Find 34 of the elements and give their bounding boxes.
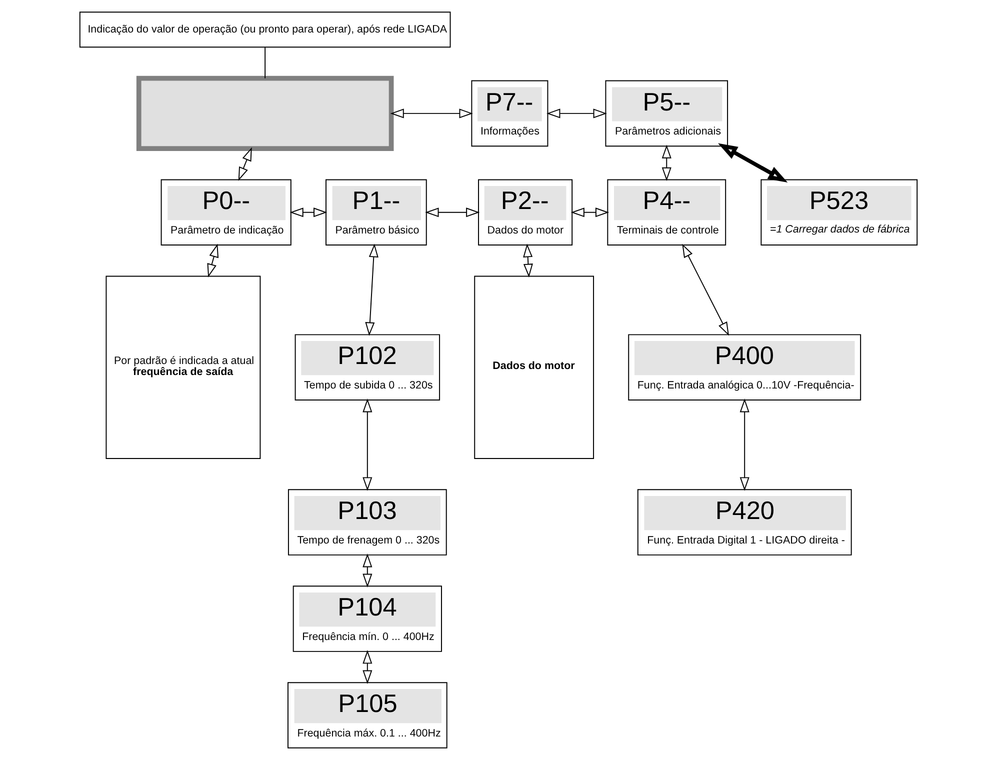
node-box: P4-- Terminais de controle xyxy=(606,179,726,246)
node-box: P400 Funç. Entrada analógica 0...10V -Frequência- xyxy=(628,334,861,400)
arrow xyxy=(362,650,372,684)
arrow xyxy=(522,244,532,278)
node-box: P104 Frequência mín. 0 ... 400Hz xyxy=(292,586,442,652)
arrow xyxy=(424,208,480,218)
node-box: P7-- Informações xyxy=(470,80,548,147)
node-box: P1-- Parâmetro básico xyxy=(325,179,426,246)
arrow xyxy=(289,208,327,218)
node-box: P5-- Parâmetros adicionais xyxy=(604,80,728,147)
node-box: Dados do motor xyxy=(474,276,594,459)
node-box: Por padrão é indicada a atual frequência de saída xyxy=(105,276,260,459)
arrow xyxy=(364,244,378,336)
node-box: P2-- Dados do motor xyxy=(478,179,572,246)
node-box: P102 Tempo de subida 0 ... 320s xyxy=(294,334,440,400)
arrow xyxy=(206,244,218,278)
node-box: P103 Tempo de frenagem 0 ... 320s xyxy=(287,489,446,556)
node-box: P523 =1 Carregar dados de fábrica xyxy=(760,179,918,246)
node-box: P105 Frequência máx. 0.1 ... 400Hz xyxy=(287,682,447,748)
arrow xyxy=(739,398,749,491)
node-box: P420 Funç. Entrada Digital 1 - LIGADO direita - xyxy=(636,489,852,556)
arrow xyxy=(362,554,372,588)
connector xyxy=(264,47,266,79)
arrow xyxy=(717,143,788,182)
arrow xyxy=(362,398,372,491)
arrow xyxy=(238,147,252,181)
node-box: P0-- Parâmetro de indicação xyxy=(160,179,291,246)
node-box: Indicação do valor de operação (ou pronto para operar), após rede LIGADA xyxy=(78,12,450,48)
arrow xyxy=(661,144,671,182)
arrow xyxy=(570,208,609,218)
arrow xyxy=(390,108,472,118)
arrow xyxy=(546,108,606,118)
node-box xyxy=(136,76,394,151)
arrow xyxy=(682,244,728,336)
